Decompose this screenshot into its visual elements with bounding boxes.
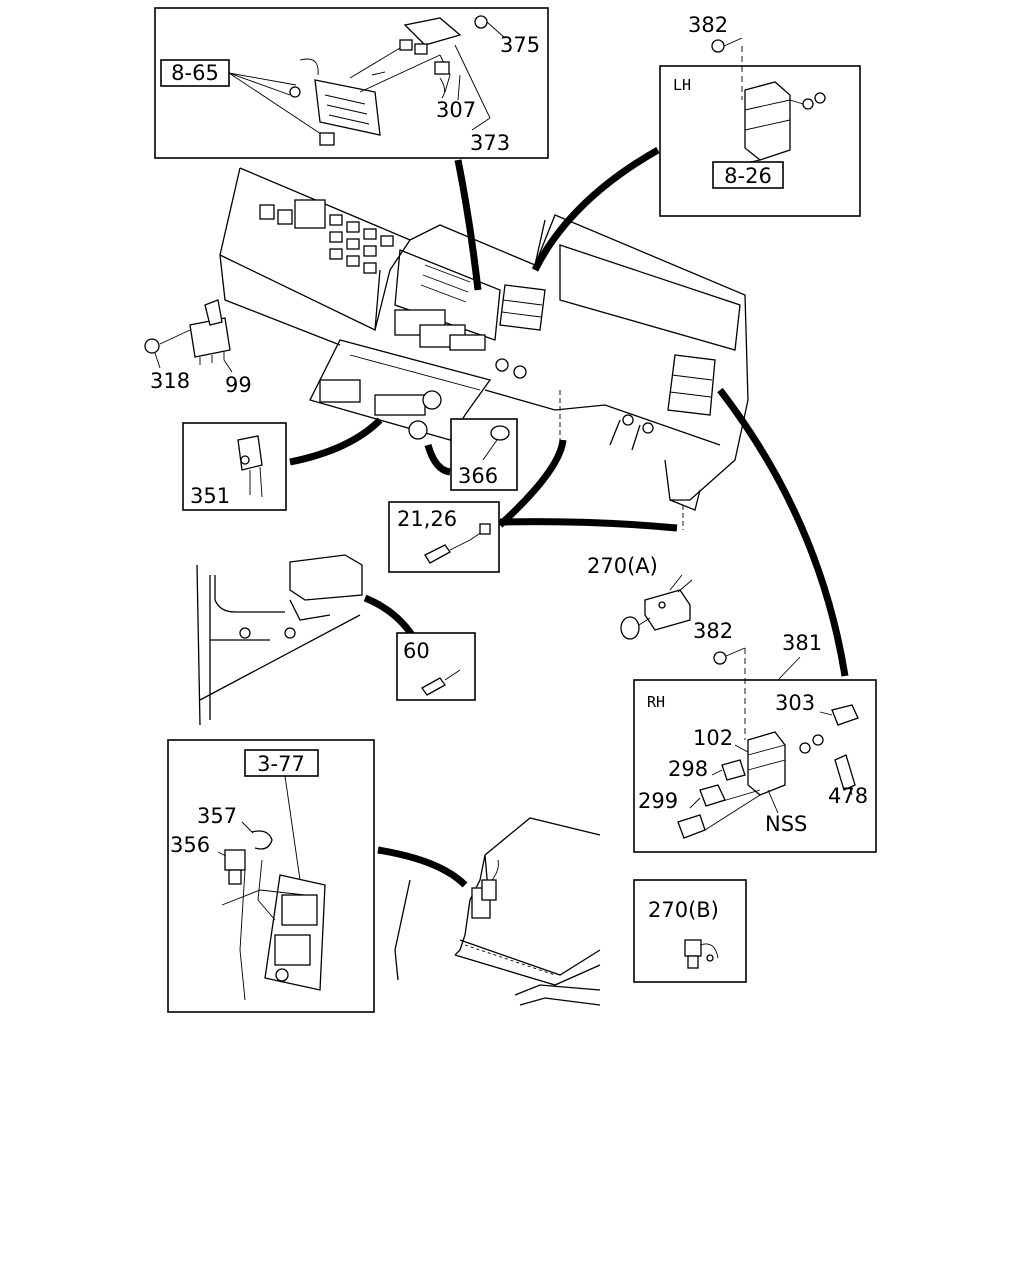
screw-icon: [711, 39, 725, 53]
nut-icon: [802, 98, 814, 110]
control-module: [314, 79, 381, 136]
callout-270b: 270(B): [648, 898, 719, 922]
tag-rh: RH: [647, 693, 665, 711]
screw-icon: [713, 651, 727, 665]
callout-382-top: 382: [688, 13, 728, 37]
switch-bank: [329, 214, 394, 274]
callout-478: 478: [828, 784, 868, 808]
bolt-icon: [144, 338, 160, 354]
inset-270b-box: 270(B): [633, 879, 747, 983]
callout-nss: NSS: [765, 812, 807, 836]
inset-351-box: 351: [182, 422, 287, 511]
frame-bracket: [196, 554, 363, 726]
inset-lh-box: LH 8-26: [659, 46, 861, 217]
switch-270a: 270(A): [587, 554, 693, 640]
inset-60-box: 60: [396, 632, 476, 701]
ref-3-77: 3-77: [257, 752, 305, 776]
leader-373: [454, 159, 482, 291]
ref-8-65: 8-65: [171, 61, 219, 85]
leader-3-77: [377, 846, 468, 888]
callout-99: 99: [225, 373, 252, 397]
switch-panel: [747, 731, 786, 796]
callout-318: 318: [150, 369, 190, 393]
callout-357: 357: [197, 804, 237, 828]
callout-298: 298: [668, 757, 708, 781]
ref-box-8-65: [160, 59, 230, 87]
switch-270b: [684, 939, 702, 957]
callout-382-mid: 382: [693, 619, 733, 643]
cover-102: [721, 759, 746, 781]
instrument-panel-assembly: [219, 167, 749, 530]
callout-381: 381: [782, 631, 822, 655]
callout-356: 356: [170, 833, 210, 857]
inset-3-77-box: 3-77 357 356: [167, 739, 375, 1013]
callout-366: 366: [458, 464, 498, 488]
callout-60: 60: [403, 639, 430, 663]
inset-21-26-box: 21,26: [388, 501, 500, 573]
switch: [237, 435, 263, 471]
callout-303: 303: [775, 691, 815, 715]
inset-rh-box: RH 303 102 298 299 478 NSS: [633, 648, 877, 853]
plug: [831, 704, 859, 726]
leader-351: [289, 417, 383, 466]
cap: [490, 425, 510, 441]
callout-299: 299: [638, 789, 678, 813]
callout-270a: 270(A): [587, 554, 658, 578]
callout-375: 375: [500, 33, 540, 57]
clip: [834, 754, 856, 791]
tag-lh: LH: [673, 76, 691, 94]
callout-307: 307: [436, 98, 476, 122]
inset-harness-box: 8-65 375 307 373: [154, 7, 549, 159]
connector-block: [403, 17, 462, 46]
callout-21-26: 21,26: [397, 507, 457, 531]
washer-icon: [812, 734, 824, 746]
cab-lower-view: [394, 817, 601, 1006]
leader-lh: [531, 146, 660, 272]
leader-21-26-a: [497, 439, 567, 528]
screw-icon: [289, 86, 301, 98]
switch-356: [224, 849, 246, 871]
nut-icon: [799, 742, 811, 754]
leader-366: [424, 443, 451, 476]
inset-366-box: 366: [450, 418, 518, 491]
right-switch-unit: [667, 354, 716, 416]
callout-351: 351: [190, 484, 230, 508]
ref-8-26: 8-26: [724, 164, 772, 188]
center-switch-unit: [499, 284, 546, 331]
callout-373: 373: [470, 131, 510, 155]
leader-21-26-b: [499, 518, 678, 532]
leader-60: [363, 594, 415, 638]
callout-102: 102: [693, 726, 733, 750]
ref-box-3-77: [244, 749, 319, 777]
sensor: [424, 544, 451, 564]
sensor: [421, 677, 446, 696]
washer-icon: [814, 92, 826, 104]
bolt-icon: [474, 15, 488, 29]
relay-assembly: 318 99: [144, 299, 252, 397]
clip-357: [251, 830, 273, 850]
leader-rh: [717, 387, 849, 677]
ref-box-8-26: [712, 161, 784, 189]
switch-panel: [744, 81, 791, 161]
